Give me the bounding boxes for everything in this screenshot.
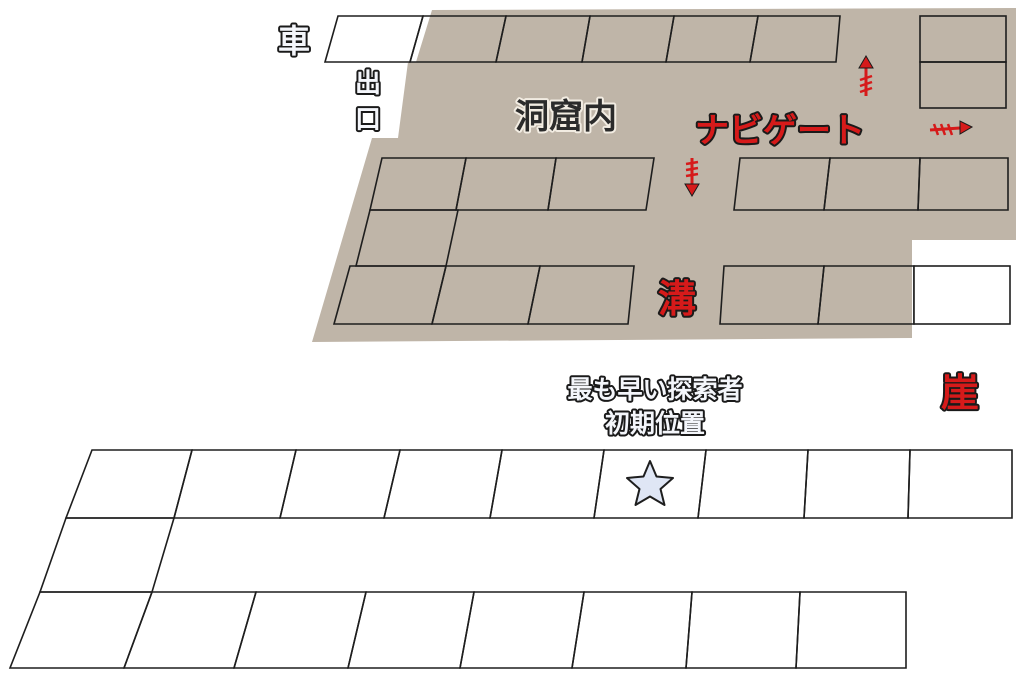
cave-floor	[312, 8, 1016, 342]
tile[interactable]	[489, 449, 605, 519]
tile[interactable]	[346, 591, 475, 669]
tile[interactable]	[749, 15, 841, 63]
arrow-down-icon	[684, 158, 700, 197]
tile[interactable]	[697, 449, 809, 519]
ditch-label: 溝	[658, 277, 696, 321]
navigate-label: ナビゲート	[695, 111, 865, 151]
tile[interactable]	[547, 157, 655, 211]
tile-outside[interactable]	[913, 265, 1011, 325]
arrow-right-icon	[929, 120, 974, 136]
tile[interactable]	[907, 449, 1013, 519]
tile[interactable]	[919, 61, 1007, 109]
cliff-label: 崖	[941, 371, 979, 415]
tile[interactable]	[382, 449, 503, 519]
tile[interactable]	[64, 449, 194, 519]
explorer-label-line2: 初期位置	[605, 409, 705, 438]
exit-label-top: 出	[355, 69, 381, 99]
tile[interactable]	[122, 591, 258, 669]
top-tile-row	[323, 15, 1007, 109]
tile[interactable]	[795, 591, 907, 669]
tile[interactable]	[803, 449, 911, 519]
tile[interactable]	[8, 591, 154, 669]
tile[interactable]	[232, 591, 368, 669]
bottom-tile-rows	[8, 449, 1013, 669]
middle-tile-rows	[332, 157, 1011, 325]
exit-label-bottom: 口	[355, 105, 381, 135]
tile[interactable]	[278, 449, 402, 519]
tile[interactable]	[917, 157, 1009, 211]
star-icon	[626, 460, 674, 506]
tile[interactable]	[685, 591, 801, 669]
tile[interactable]	[172, 449, 298, 519]
tile[interactable]	[38, 517, 176, 593]
cave-inside-label: 洞窟内	[515, 97, 617, 137]
arrow-up-icon	[858, 55, 874, 96]
explorer-label-line1: 最も早い探索者	[567, 375, 742, 404]
tile[interactable]	[527, 265, 635, 325]
car-label: 車	[278, 22, 310, 60]
tile[interactable]	[459, 591, 585, 669]
tile-car-exit[interactable]	[323, 15, 425, 63]
tile[interactable]	[571, 591, 693, 669]
